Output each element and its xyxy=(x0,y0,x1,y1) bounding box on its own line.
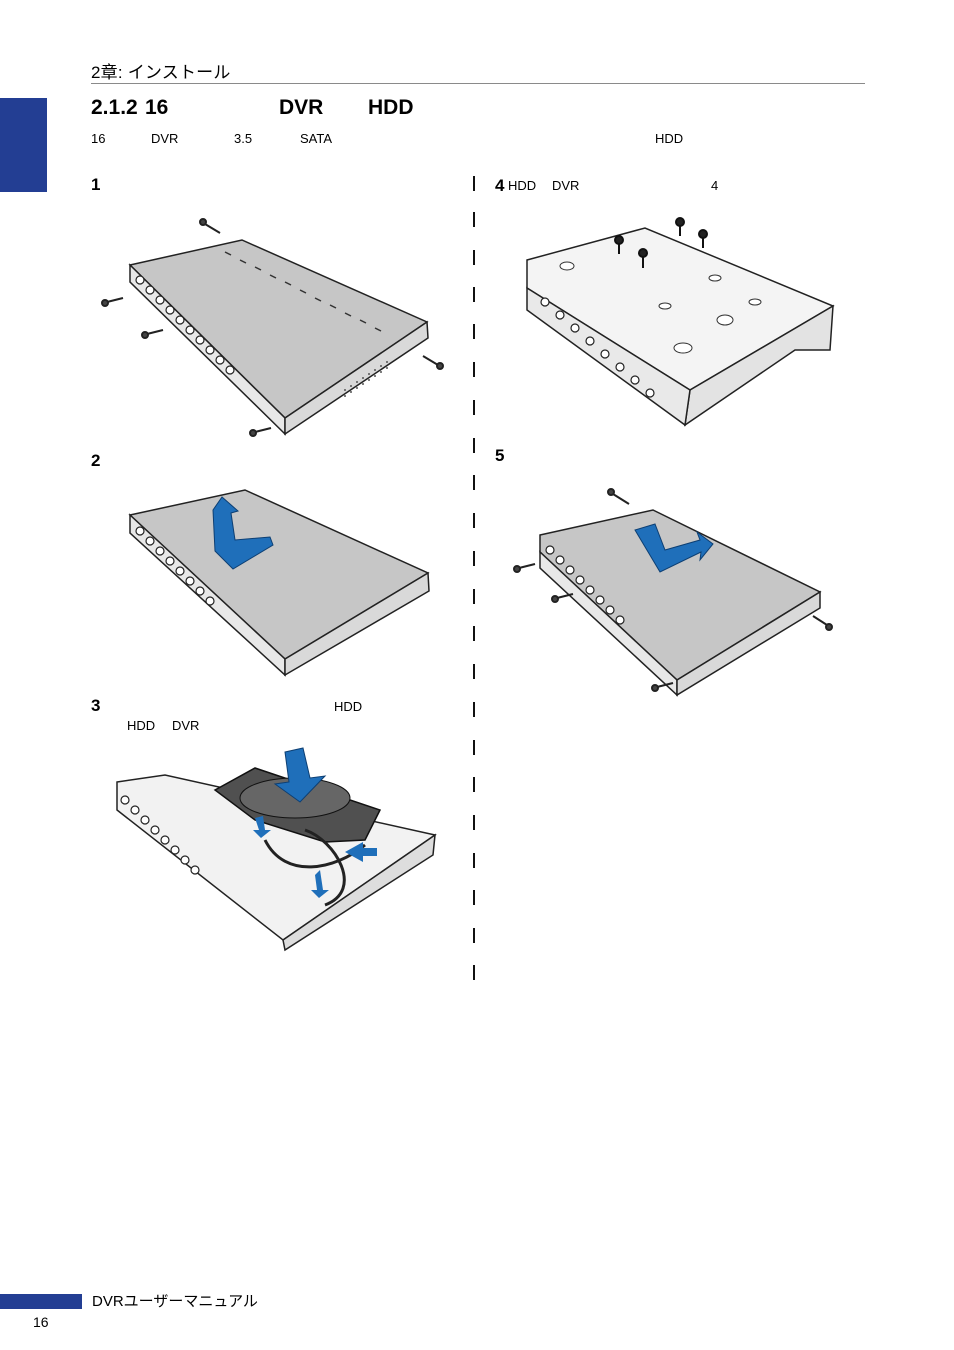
intro-fragment-2: DVR xyxy=(151,131,179,146)
step-1-number: 1 xyxy=(91,175,101,194)
step-4-fragment-3: 4 xyxy=(711,178,719,193)
intro-fragment-4: SATA xyxy=(300,131,333,146)
divider-dash xyxy=(473,400,475,415)
chapter-title: 2章: インストール xyxy=(91,63,231,82)
divider-dash xyxy=(473,664,475,679)
footer-accent-bar xyxy=(0,1294,82,1309)
divider-dash xyxy=(473,815,475,830)
section-title-part-3: HDD xyxy=(368,96,414,119)
divider-dash xyxy=(473,212,475,227)
header-rule xyxy=(91,83,865,84)
divider-dash xyxy=(473,176,475,191)
figure-step-3-install-hdd xyxy=(116,747,437,952)
chapter-side-tab xyxy=(0,98,47,192)
divider-dash xyxy=(473,362,475,377)
step-3-fragment-1: HDD xyxy=(334,699,363,714)
divider-dash xyxy=(473,965,475,980)
divider-dash xyxy=(473,626,475,641)
divider-dash xyxy=(473,551,475,566)
figure-step-5-replace-cover xyxy=(513,488,833,697)
step-4-fragment-2: DVR xyxy=(552,178,580,193)
intro-fragment-5: HDD xyxy=(655,131,684,146)
section-title-part-1: 16 xyxy=(145,96,169,119)
step-4-fragment-1: HDD xyxy=(508,178,537,193)
intro-fragment-1: 16 xyxy=(91,131,106,146)
step-3-fragment-2: HDD xyxy=(127,718,156,733)
figure-step-2-lift-cover xyxy=(128,489,430,677)
divider-dash xyxy=(473,250,475,265)
page-number: 16 xyxy=(33,1314,49,1330)
divider-dash xyxy=(473,513,475,528)
step-2-number: 2 xyxy=(91,451,101,470)
step-3-number: 3 xyxy=(91,696,101,715)
divider-dash xyxy=(473,702,475,717)
section-title-part-2: DVR xyxy=(279,96,324,119)
footer-manual-title: DVRユーザーマニュアル xyxy=(92,1293,258,1310)
divider-dash xyxy=(473,853,475,868)
step-4-number: 4 xyxy=(495,176,505,195)
divider-dash xyxy=(473,324,475,339)
divider-dash xyxy=(473,890,475,905)
divider-dash xyxy=(473,777,475,792)
divider-dash xyxy=(473,740,475,755)
section-number: 2.1.2 xyxy=(91,96,138,119)
divider-dash xyxy=(473,438,475,453)
figure-step-1-remove-screws xyxy=(101,218,444,437)
divider-dash xyxy=(473,287,475,302)
figure-step-4-secure-hdd-screws xyxy=(526,217,835,427)
divider-dash xyxy=(473,475,475,490)
step-5-number: 5 xyxy=(495,446,505,465)
intro-fragment-3: 3.5 xyxy=(234,131,253,146)
step-3-fragment-3: DVR xyxy=(172,718,200,733)
divider-dash xyxy=(473,928,475,943)
divider-dash xyxy=(473,589,475,604)
